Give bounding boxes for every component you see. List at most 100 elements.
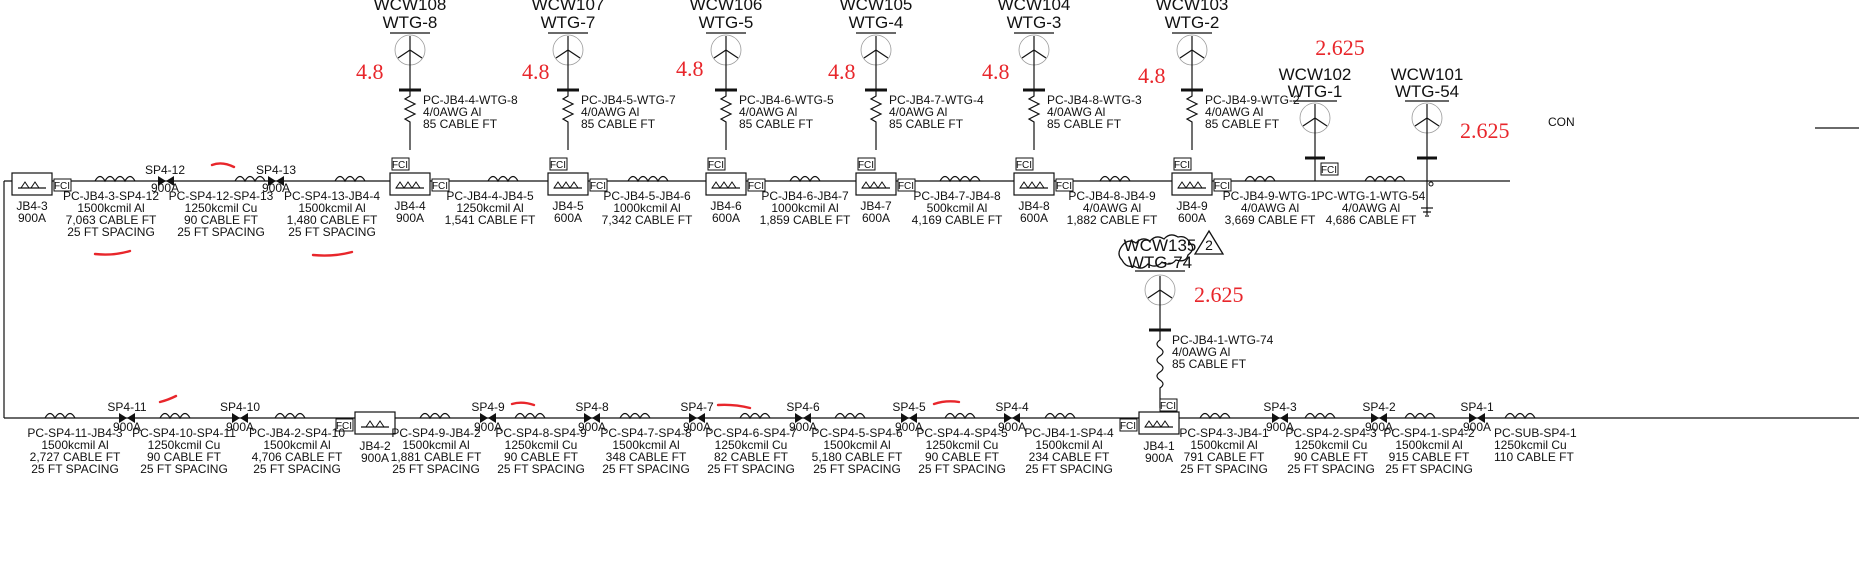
switch: SP4-13 900A [256, 163, 296, 195]
turbine-wtg-2: WCW103 WTG-2 4.8 PC-JB4-9-WTG-2 4/0AWG A… [1138, 0, 1300, 150]
svg-text:25 FT SPACING: 25 FT SPACING [497, 462, 585, 476]
svg-text:4/0AWG Al: 4/0AWG Al [1172, 345, 1230, 359]
turbine-rating: 2.625 [1194, 282, 1244, 307]
svg-text:915 CABLE FT: 915 CABLE FT [1389, 450, 1470, 464]
svg-text:5,180 CABLE FT: 5,180 CABLE FT [812, 450, 903, 464]
svg-text:4,686 CABLE FT: 4,686 CABLE FT [1326, 213, 1417, 227]
turbine-rating: 2.625 [1315, 35, 1365, 60]
svg-text:25 FT SPACING: 25 FT SPACING [1180, 462, 1268, 476]
svg-text:PC-JB4-1-SP4-4: PC-JB4-1-SP4-4 [1024, 426, 1114, 440]
svg-text:FCI: FCI [1174, 160, 1190, 171]
svg-text:PC-JB4-4-JB4-5: PC-JB4-4-JB4-5 [446, 189, 534, 203]
box-name: JB4-1 [1143, 439, 1175, 453]
turbine-wtg: WTG-3 [1007, 13, 1062, 32]
revision-number: 2 [1205, 237, 1213, 253]
svg-text:25 FT SPACING: 25 FT SPACING [707, 462, 795, 476]
box-name: JB4-8 [1018, 199, 1050, 213]
svg-text:90 CABLE FT: 90 CABLE FT [147, 450, 222, 464]
cable-label: PC-JB4-9-WTG-14/0AWG Al3,669 CABLE FT [1223, 189, 1318, 227]
svg-text:PC-JB4-6-JB4-7: PC-JB4-6-JB4-7 [761, 189, 849, 203]
svg-text:PC-SP4-10-SP4-11: PC-SP4-10-SP4-11 [132, 426, 236, 440]
turbine-rating: 4.8 [522, 59, 550, 84]
svg-text:SP4-6: SP4-6 [786, 400, 820, 414]
switch-name: SP4-12 [145, 163, 185, 177]
svg-text:FCI: FCI [898, 181, 914, 192]
svg-text:25 FT SPACING: 25 FT SPACING [813, 462, 901, 476]
turbine-wtg-1: 2.625 WCW102 WTG-1 FCI [1279, 35, 1365, 181]
svg-text:PC-SP4-8-SP4-9: PC-SP4-8-SP4-9 [495, 426, 587, 440]
box-name: JB4-7 [860, 199, 892, 213]
svg-text:900A: 900A [895, 420, 923, 434]
turbine-wtg: WTG-4 [849, 13, 904, 32]
svg-text:7,342 CABLE FT: 7,342 CABLE FT [602, 213, 693, 227]
box-rating: 900A [1145, 451, 1173, 465]
svg-text:4/0AWG Al: 4/0AWG Al [1083, 201, 1141, 215]
cable-label: PC-JB4-8-JB4-94/0AWG Al1,882 CABLE FT [1067, 189, 1158, 227]
svg-text:85 CABLE FT: 85 CABLE FT [423, 117, 498, 131]
turbine-wtg: WTG-2 [1165, 13, 1220, 32]
svg-text:PC-SUB-SP4-1: PC-SUB-SP4-1 [1494, 426, 1577, 440]
svg-text:1000kcmil Al: 1000kcmil Al [771, 201, 838, 215]
junction-box: FCI FCI JB4-7 600A [855, 157, 916, 225]
svg-text:1500kcmil Al: 1500kcmil Al [298, 201, 365, 215]
svg-text:85 CABLE FT: 85 CABLE FT [739, 117, 814, 131]
turbine-wtg-54: WCW101 WTG-54 2.625 CON [1391, 65, 1575, 217]
svg-text:25 FT SPACING: 25 FT SPACING [918, 462, 1006, 476]
svg-text:FCI: FCI [1160, 401, 1176, 412]
svg-text:25 FT SPACING: 25 FT SPACING [140, 462, 228, 476]
svg-text:25 FT SPACING: 25 FT SPACING [288, 225, 376, 239]
svg-text:25 FT SPACING: 25 FT SPACING [253, 462, 341, 476]
svg-text:1500kcmil Al: 1500kcmil Al [823, 438, 890, 452]
svg-text:PC-JB4-7-JB4-8: PC-JB4-7-JB4-8 [913, 189, 1001, 203]
turbine-id: WCW106 [690, 0, 763, 14]
junction-box: FCI JB4-3 900A [11, 172, 72, 225]
svg-text:85 CABLE FT: 85 CABLE FT [1172, 357, 1247, 371]
svg-text:90 CABLE FT: 90 CABLE FT [1294, 450, 1369, 464]
svg-text:PC-JB4-5-WTG-7: PC-JB4-5-WTG-7 [581, 93, 676, 107]
svg-text:4/0AWG Al: 4/0AWG Al [1241, 201, 1299, 215]
svg-text:25 FT SPACING: 25 FT SPACING [392, 462, 480, 476]
box-rating: 600A [862, 211, 890, 225]
box-name: JB4-2 [359, 439, 391, 453]
svg-text:SP4-7: SP4-7 [680, 400, 714, 414]
svg-text:SP4-9: SP4-9 [471, 400, 505, 414]
svg-text:900A: 900A [1463, 420, 1491, 434]
revision-cloud [1118, 234, 1194, 269]
turbine-wtg-8: WCW108 WTG-8 4.8 PC-JB4-4-WTG-8 4/0AWG A… [356, 0, 518, 150]
turbine-id: WCW105 [840, 0, 913, 14]
svg-text:PC-SP4-5-SP4-6: PC-SP4-5-SP4-6 [811, 426, 903, 440]
svg-text:4,169 CABLE FT: 4,169 CABLE FT [912, 213, 1003, 227]
svg-text:85 CABLE FT: 85 CABLE FT [1047, 117, 1122, 131]
turbine-rating: 4.8 [982, 59, 1010, 84]
svg-text:4,706 CABLE FT: 4,706 CABLE FT [252, 450, 343, 464]
svg-text:1250kcmil Cu: 1250kcmil Cu [148, 438, 221, 452]
svg-text:PC-SP4-9-JB4-2: PC-SP4-9-JB4-2 [391, 426, 481, 440]
svg-text:90 CABLE FT: 90 CABLE FT [504, 450, 579, 464]
svg-text:4/0AWG Al: 4/0AWG Al [581, 105, 639, 119]
switch-rating: 900A [151, 181, 179, 195]
cable-label: PC-WTG-1-WTG-544/0AWG Al4,686 CABLE FT [1317, 189, 1426, 227]
svg-text:1250kcmil Cu: 1250kcmil Cu [926, 438, 999, 452]
svg-text:FCI: FCI [1016, 160, 1032, 171]
svg-text:85 CABLE FT: 85 CABLE FT [581, 117, 656, 131]
bottom-junction-boxes: FCI JB4-2 900A FCI FCI JB4-1 900A [335, 398, 1180, 465]
top-switches: SP4-12 900A SP4-13 900A [145, 163, 296, 195]
